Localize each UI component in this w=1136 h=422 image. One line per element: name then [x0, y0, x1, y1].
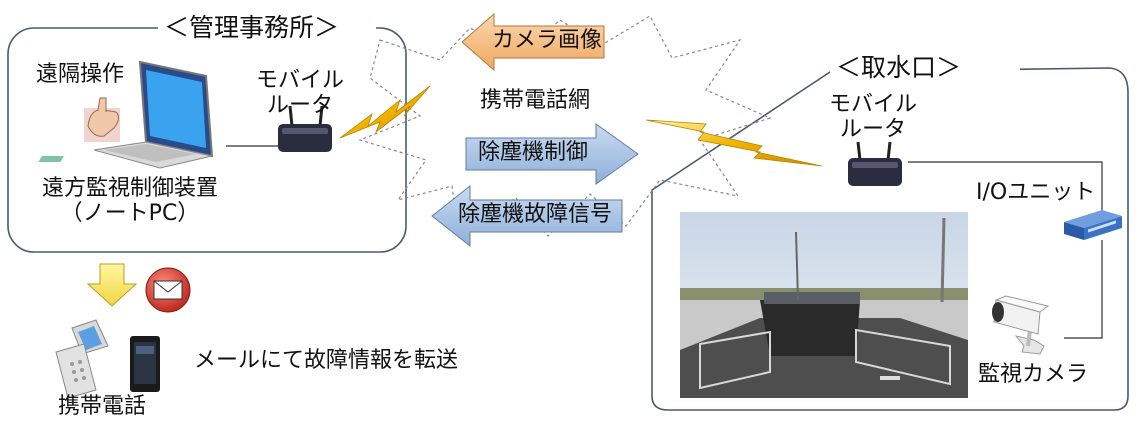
mail-arrow — [86, 263, 138, 307]
dust-fault-label: 除塵機故障信号 — [458, 202, 613, 227]
mail-icon — [145, 267, 191, 313]
intake-title-bg — [830, 52, 1020, 86]
phone-label: 携帯電話 — [58, 394, 147, 419]
remote-op-label: 遠隔操作 — [36, 62, 125, 87]
dust-fault-arrow — [431, 184, 623, 248]
intake-box — [651, 67, 1129, 411]
io-camera-line — [1064, 240, 1103, 339]
smartphone-icon — [130, 336, 160, 392]
network-label: 携帯電話網 — [480, 88, 591, 113]
office-router-label: モバイル ルータ — [250, 68, 350, 119]
intake-photo — [680, 212, 968, 398]
intake-router-label: モバイル ルータ — [818, 92, 928, 143]
dust-control-label: 除塵機制御 — [478, 140, 589, 165]
intake-router-line2: ルータ — [839, 117, 906, 143]
router-icon-office — [278, 105, 332, 152]
device-label: 遠方監視制御装置 （ノートPC） — [20, 176, 240, 227]
office-router-line1: モバイル — [255, 68, 344, 93]
intake-title: ＜取水口＞ — [836, 53, 962, 82]
router-icon-intake — [848, 141, 902, 186]
surveillance-camera-icon — [992, 295, 1050, 355]
io-unit-icon — [1064, 210, 1122, 240]
camera-label: 監視カメラ — [978, 362, 1089, 387]
device-line1: 遠方監視制御装置 — [41, 176, 218, 201]
io-unit-label: I/Oユニット — [976, 180, 1096, 205]
dust-control-arrow — [465, 123, 639, 185]
mail-note: メールにて故障情報を転送 — [194, 348, 459, 373]
office-router-line2: ルータ — [266, 93, 333, 119]
lightning-right — [645, 119, 823, 167]
device-line2: （ノートPC） — [60, 201, 200, 227]
laptop-icon — [38, 60, 214, 169]
router-io-line — [908, 161, 1103, 222]
network-cloud — [358, 15, 772, 237]
office-title: ＜管理事務所＞ — [164, 13, 340, 42]
hand-icon — [84, 97, 120, 142]
intake-router-line1: モバイル — [828, 92, 917, 117]
camera-image-arrow — [461, 12, 605, 72]
office-title-bg — [158, 14, 376, 44]
camera-image-label: カメラ画像 — [492, 28, 603, 53]
flip-phone-icon — [55, 319, 109, 399]
lightning-left — [339, 85, 431, 139]
